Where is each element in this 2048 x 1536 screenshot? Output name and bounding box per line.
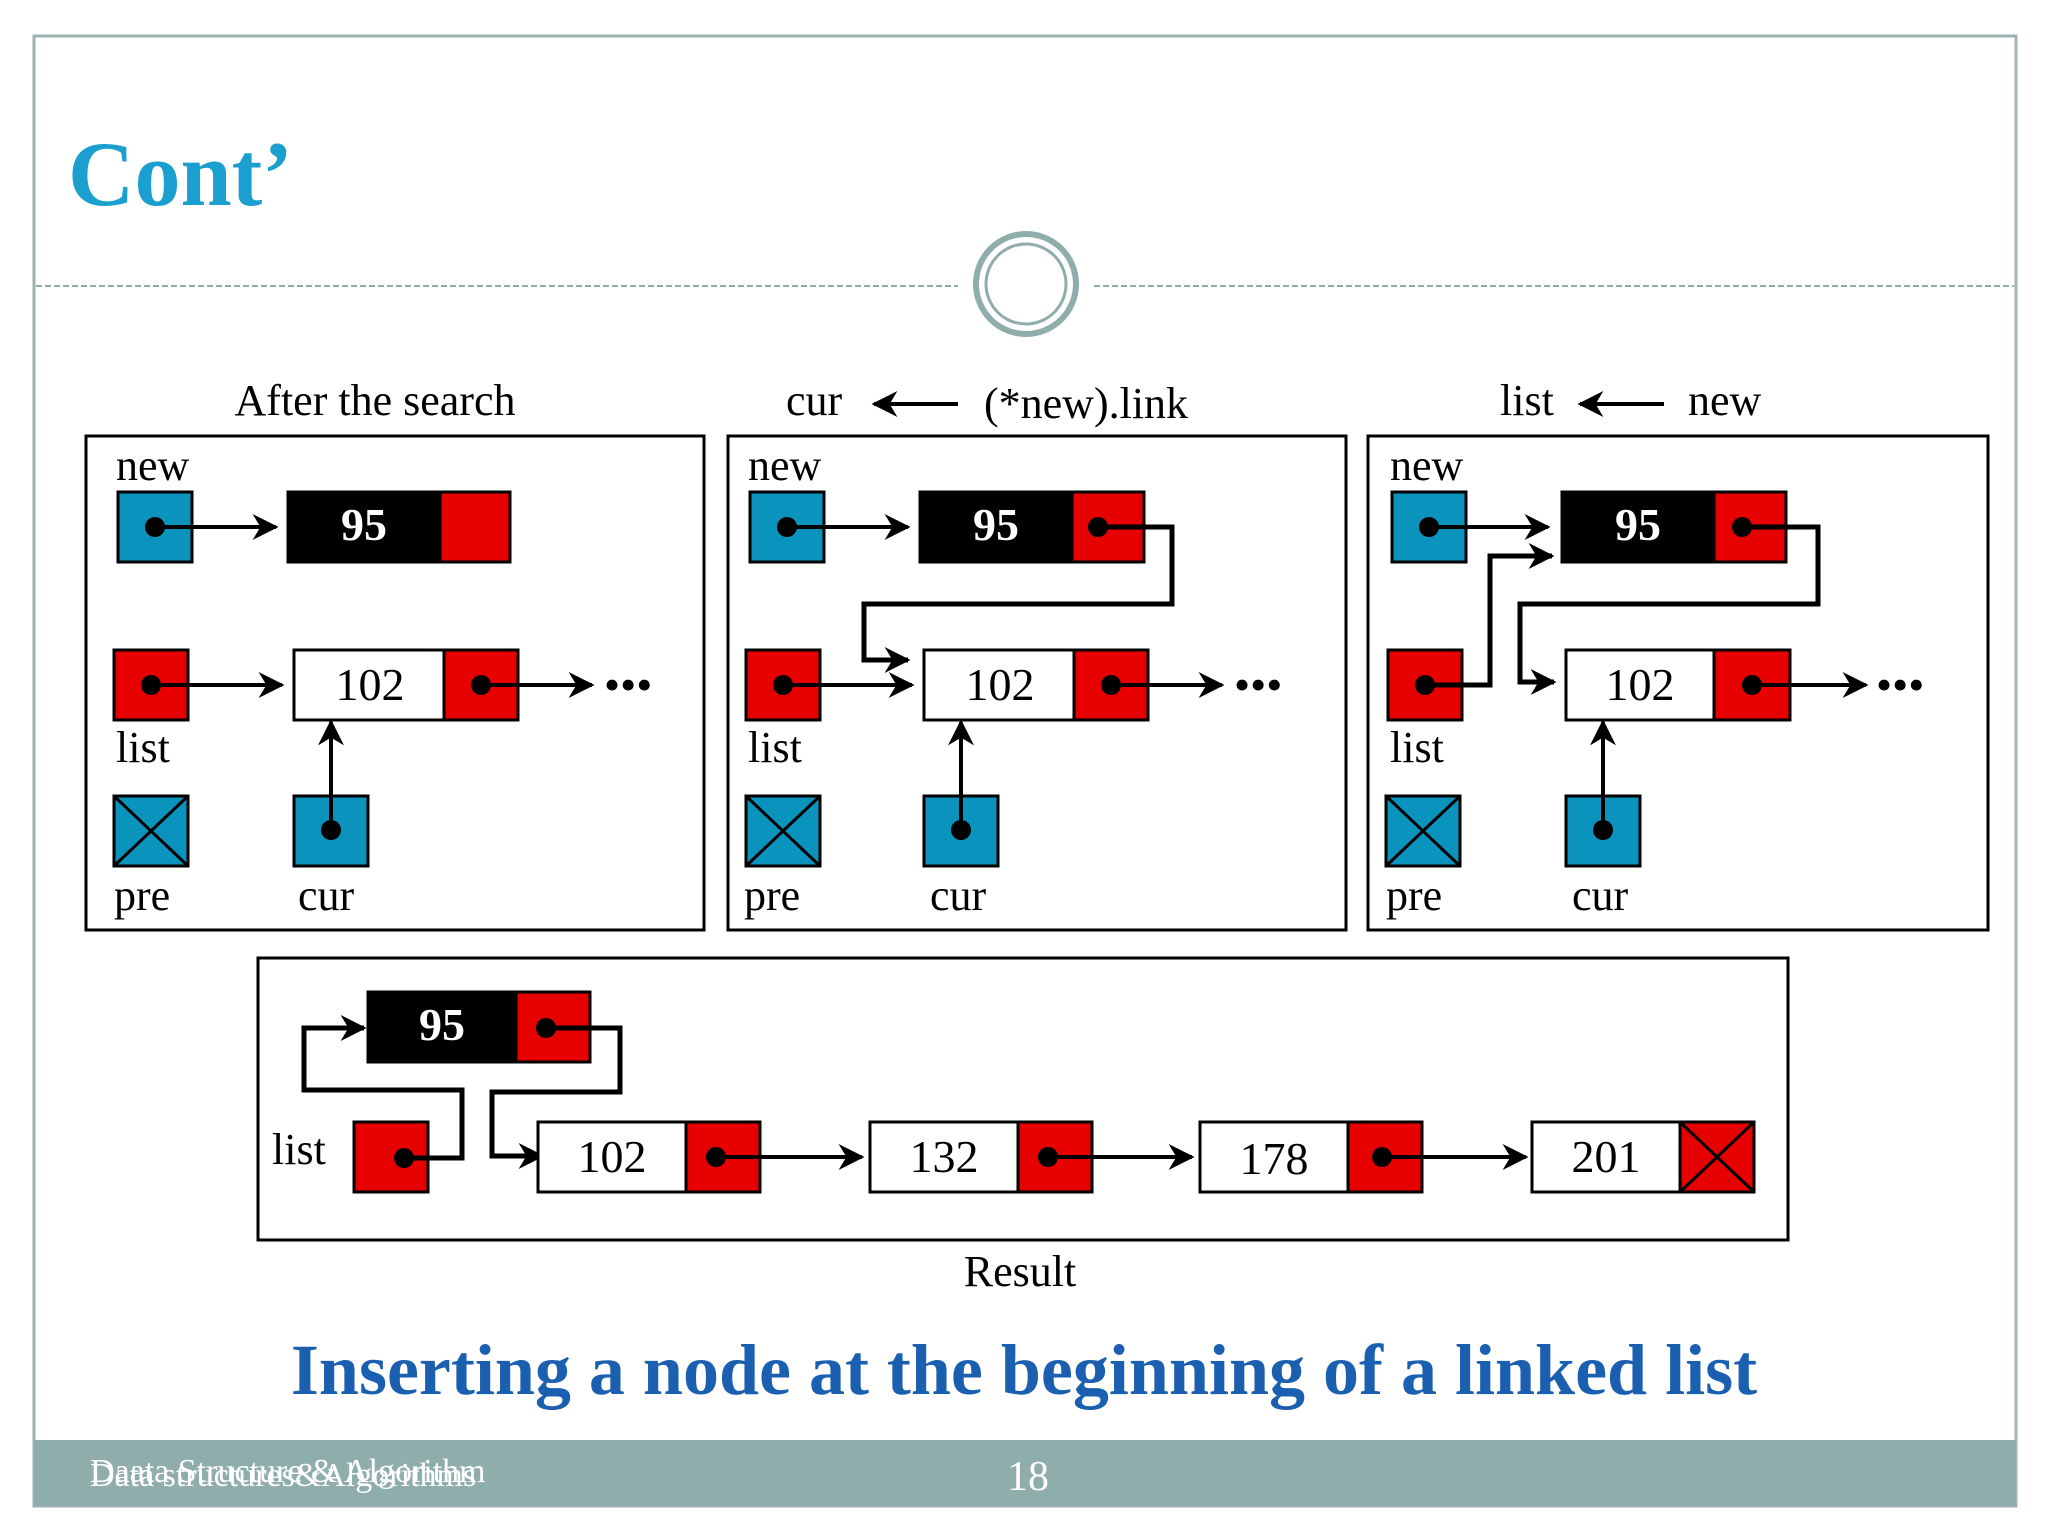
result-node-201-value: 201 (1572, 1131, 1641, 1182)
new-node-link (438, 490, 512, 564)
list-label: list (748, 723, 802, 772)
new-node-data (1560, 490, 1716, 564)
page-number: 18 (1007, 1454, 1049, 1500)
list-link-to-new (1425, 543, 1555, 688)
result-label: Result (964, 1247, 1076, 1296)
result-list-to-95 (301, 1015, 465, 1161)
panel-3-heading-left: list (1500, 376, 1554, 425)
cur-label: cur (930, 871, 987, 920)
result-node-102-value: 102 (578, 1131, 647, 1182)
result-node-201-data (1530, 1120, 1682, 1194)
new-node-value: 95 (341, 499, 387, 550)
panel-cur-assign: cur (*new).link new 95 list 102 ••• pre (726, 376, 1348, 932)
node-102-data (292, 648, 446, 722)
panel-list-assign: list new new 95 list 102 ••• pre cur (1366, 376, 1990, 932)
node-102-value: 102 (336, 659, 405, 710)
pre-label: pre (1386, 871, 1442, 920)
node-102-value: 102 (1606, 659, 1675, 710)
cur-label: cur (298, 871, 355, 920)
panel-result: 95 list 102 132 178 201 (256, 956, 1790, 1242)
new-label: new (116, 441, 190, 490)
new-link-to-102 (861, 524, 1175, 673)
panel-2-heading-left: cur (786, 376, 843, 425)
result-node-132-value: 132 (910, 1131, 979, 1182)
panel-3-heading-right: new (1688, 376, 1762, 425)
footer-bar (34, 1440, 2016, 1506)
node-102-data (922, 648, 1076, 722)
new-label: new (748, 441, 822, 490)
result-link-95-to-102 (489, 1025, 623, 1169)
list-label: list (1390, 723, 1444, 772)
footer-text-b: Data structures&Algorithms (90, 1457, 476, 1494)
result-node-178-value: 178 (1240, 1133, 1309, 1184)
pre-label: pre (744, 871, 800, 920)
result-node-132-data (868, 1120, 1020, 1194)
result-node-95-value: 95 (419, 999, 465, 1050)
new-node-value: 95 (973, 499, 1019, 550)
new-label: new (1390, 441, 1464, 490)
new-link-to-102 (1517, 524, 1821, 695)
result-node-102-data (536, 1120, 688, 1194)
caption: Inserting a node at the beginning of a l… (291, 1330, 1757, 1410)
ellipsis: ••• (604, 659, 652, 710)
pre-null-icon (744, 794, 822, 868)
result-null-icon (1678, 1120, 1756, 1194)
node-102-value: 102 (966, 659, 1035, 710)
new-node-value: 95 (1615, 499, 1661, 550)
cur-label: cur (1572, 871, 1629, 920)
pre-null-icon (112, 794, 190, 868)
list-label: list (116, 723, 170, 772)
result-list-label: list (272, 1125, 326, 1174)
page-title: Cont’ (68, 123, 293, 225)
ellipsis: ••• (1234, 659, 1282, 710)
footer-text-a: Daata Structure & Algorithm (90, 1453, 486, 1490)
panel-1-heading: After the search (235, 376, 516, 425)
panel-after-search: After the search new 95 list 102 ••• pre… (84, 376, 706, 932)
divider-ring-icon (973, 231, 1079, 337)
pre-null-icon (1384, 794, 1462, 868)
new-node-data (918, 490, 1074, 564)
panel-2-heading-right: (*new).link (984, 379, 1188, 428)
pre-label: pre (114, 871, 170, 920)
ellipsis: ••• (1876, 659, 1924, 710)
